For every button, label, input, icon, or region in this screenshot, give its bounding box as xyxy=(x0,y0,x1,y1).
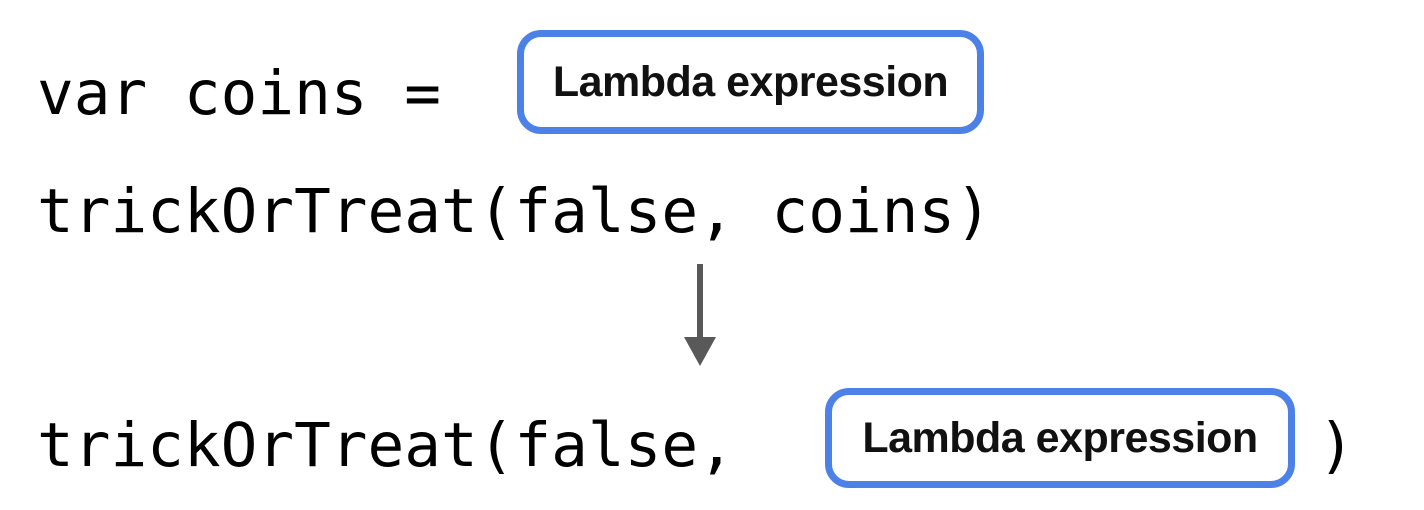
after-line-code-prefix: trickOrTreat(false, xyxy=(37,410,772,481)
arrow-down-icon xyxy=(676,258,724,374)
lambda-expression-chip-after-label: Lambda expression xyxy=(862,413,1258,462)
lambda-expression-chip-after[interactable]: Lambda expression xyxy=(825,388,1295,488)
after-line-code-suffix: ) xyxy=(1318,410,1355,481)
lambda-expression-chip-before-label: Lambda expression xyxy=(552,57,949,106)
arrow-down-glyph xyxy=(684,264,716,366)
lambda-expression-chip-before[interactable]: Lambda expression xyxy=(517,30,984,134)
before-line1-code: var coins = xyxy=(37,58,478,129)
before-line2-code: trickOrTreat(false, coins) xyxy=(37,176,992,247)
